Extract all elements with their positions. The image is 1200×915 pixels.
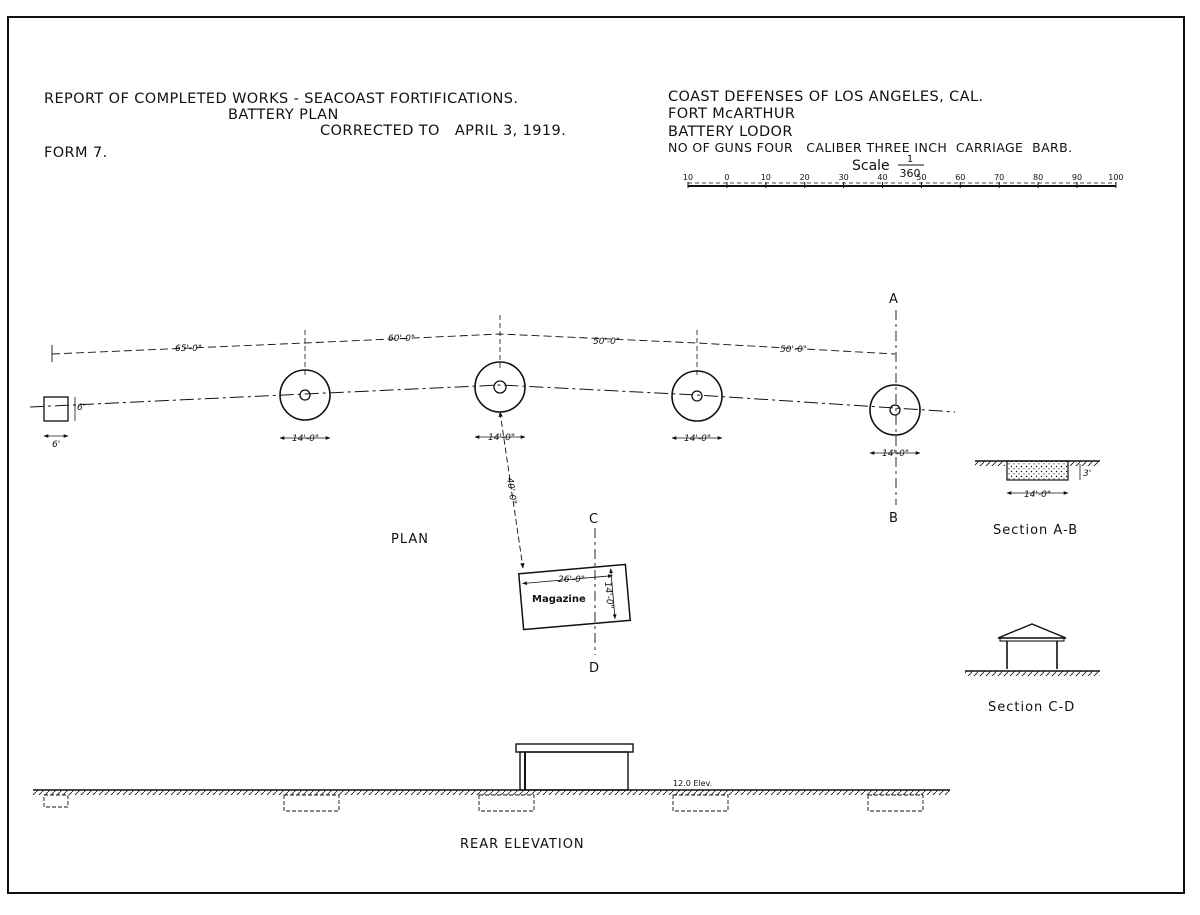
scale-tick-label: 10 xyxy=(683,173,693,182)
section-ab: 14'-0" 3' Section A-B xyxy=(975,460,1100,538)
scale-tick-label: 30 xyxy=(839,173,849,182)
section-ab-label: Section A-B xyxy=(993,523,1078,538)
scale-tick-label: 10 xyxy=(761,173,771,182)
header-left: REPORT OF COMPLETED WORKS - SEACOAST FOR… xyxy=(44,91,566,161)
dim-50a: 50'-0" xyxy=(593,337,620,347)
magazine-distance-line xyxy=(498,411,525,569)
gun1-diameter: 14'-0" xyxy=(292,434,319,444)
magazine-width: 26'-0" xyxy=(558,575,585,585)
section-cd: Section C-D xyxy=(965,623,1100,715)
scale-label: Scale xyxy=(852,158,890,174)
coast-defenses: COAST DEFENSES OF LOS ANGELES, CAL. xyxy=(668,89,983,105)
pier-height: 6' xyxy=(77,403,85,413)
magazine-depth: 14'-0" xyxy=(602,581,614,609)
guns-info: NO OF GUNS FOUR CALIBER THREE INCH CARRI… xyxy=(668,140,1072,155)
magazine-elevation xyxy=(515,743,634,791)
marker-d: D xyxy=(589,661,600,676)
magazine-distance: 40'-0" xyxy=(504,477,518,505)
scale-denominator: 360 xyxy=(900,167,921,180)
form-number: FORM 7. xyxy=(44,145,108,161)
scale-tick-label: 50 xyxy=(916,173,926,182)
magazine-roof xyxy=(997,623,1067,639)
section-cd-label: Section C-D xyxy=(988,700,1075,715)
magazine-plan xyxy=(517,563,632,631)
rear-elevation: 12.0 Elev. REAR ELEVATION xyxy=(33,743,950,852)
header-right: COAST DEFENSES OF LOS ANGELES, CAL. FORT… xyxy=(668,89,1072,155)
magazine-label: Magazine xyxy=(532,594,586,605)
gun4-diameter: 14'-0" xyxy=(882,449,909,459)
elevation-mark: 12.0 Elev. xyxy=(673,779,712,788)
scale-tick-label: 20 xyxy=(800,173,810,182)
scale-tick-label: 80 xyxy=(1033,173,1043,182)
pier-width: 6' xyxy=(52,440,60,450)
marker-a: A xyxy=(889,292,899,307)
gun3-diameter: 14'-0" xyxy=(684,434,711,444)
scale-tick-label: 60 xyxy=(955,173,965,182)
dim-60: 60'-0" xyxy=(388,334,415,344)
marker-c: C xyxy=(589,512,599,527)
plan: 65'-0" 60'-0" 50'-0" 50'-0" 6' 6' 14'-0"… xyxy=(29,292,956,676)
scale-tick-label: 40 xyxy=(877,173,887,182)
rear-elevation-label: REAR ELEVATION xyxy=(460,837,585,852)
corrected-date: CORRECTED TO APRIL 3, 1919. xyxy=(320,123,566,139)
scale-tick-label: 90 xyxy=(1072,173,1082,182)
gun2-diameter: 14'-0" xyxy=(488,433,515,443)
sheet-border xyxy=(7,16,1185,894)
marker-b: B xyxy=(889,511,899,526)
fort-name: FORT McARTHUR xyxy=(668,106,795,122)
report-title: REPORT OF COMPLETED WORKS - SEACOAST FOR… xyxy=(44,91,518,107)
dim-65: 65'-0" xyxy=(175,344,202,354)
scale-tick-label: 100 xyxy=(1108,173,1123,182)
scale-tick-label: 0 xyxy=(724,173,729,182)
gun-platform-section xyxy=(1006,460,1069,481)
section-ab-width: 14'-0" xyxy=(1024,490,1051,500)
gun-emplacement-4: 14'-0" xyxy=(869,384,921,459)
gun-emplacement-3: 14'-0" xyxy=(671,370,723,444)
scale-numerator: 1 xyxy=(907,154,913,165)
base-pier-square xyxy=(43,396,69,422)
gun-emplacement-2: 14'-0" xyxy=(474,361,526,443)
battery-name: BATTERY LODOR xyxy=(668,124,793,140)
plan-label: PLAN xyxy=(391,532,429,547)
scale-tick-label: 70 xyxy=(994,173,1004,182)
gun-center-line xyxy=(29,384,956,413)
dim-50b: 50'-0" xyxy=(780,345,807,355)
battery-plan-title: BATTERY PLAN xyxy=(228,107,339,123)
section-ab-depth: 3' xyxy=(1083,469,1091,479)
gun-emplacement-1: 14'-0" xyxy=(279,369,331,444)
